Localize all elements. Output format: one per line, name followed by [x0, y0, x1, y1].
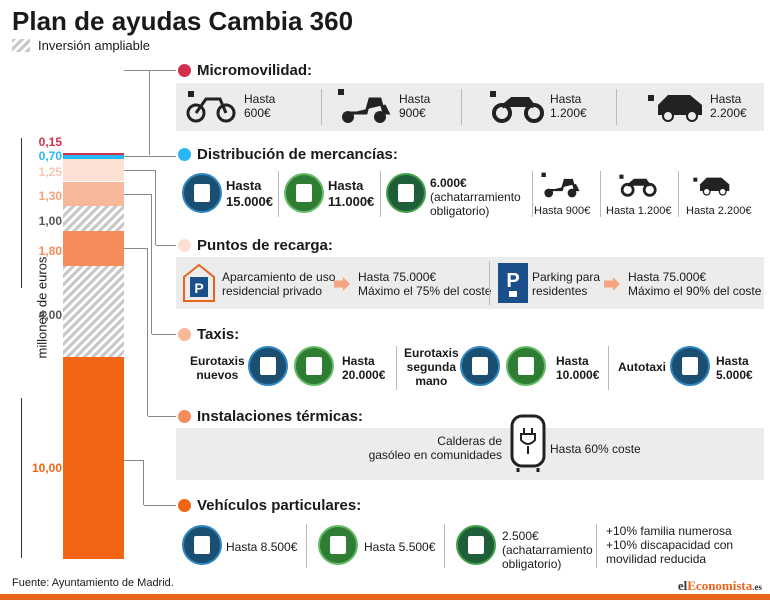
electric-car-icon: [693, 177, 730, 196]
value-dist: 0,70: [38, 149, 62, 163]
bar-segment-micro: [63, 153, 124, 155]
bar-segment-particulares: [63, 357, 124, 559]
value-particulares: 10,00: [31, 461, 62, 475]
svg-text:P: P: [194, 280, 203, 296]
section-title-particulares: Vehículos particulares:: [178, 497, 361, 514]
page-title: Plan de ayudas Cambia 360: [12, 6, 354, 36]
c-label-icon: [456, 525, 496, 565]
micro-dot: [178, 64, 191, 77]
brand-logo: elEconomista.es: [677, 578, 762, 593]
electric-car-icon: [648, 95, 702, 122]
c-label-icon: [386, 173, 426, 213]
dist-dot: [178, 148, 191, 161]
eco-label-icon: [294, 346, 334, 386]
eco-label-icon: [284, 173, 324, 213]
value-taxis: 1,30: [38, 189, 62, 203]
value-termicas: 1,80: [38, 244, 62, 258]
arrow-icon: [334, 277, 350, 291]
eco-label-icon: [506, 346, 546, 386]
parking-charger-icon: P: [498, 263, 528, 303]
bar-segment-dist: [63, 155, 124, 159]
recarga-dot: [178, 239, 191, 252]
bar-segment-taxis: [63, 182, 124, 206]
value-taxis-ampliable: 1,00: [38, 214, 62, 228]
zero-emission-label-icon: [460, 346, 500, 386]
panel-particulares: Hasta 8.500€ Hasta 5.500€ 2.500€(achatar…: [176, 522, 764, 572]
section-title-termicas: Instalaciones térmicas:: [178, 408, 363, 425]
parking-garage-icon: P: [183, 263, 215, 302]
zero-emission-label-icon: [182, 173, 222, 213]
electric-bike-icon: [186, 91, 236, 123]
eco-label-icon: [318, 525, 358, 565]
svg-text:P: P: [506, 270, 519, 292]
taxis-dot: [178, 328, 191, 341]
section-title-taxis: Taxis:: [178, 326, 239, 343]
legend: Inversión ampliable: [12, 38, 150, 53]
electric-scooter-icon: [541, 172, 580, 198]
arrow-icon: [604, 277, 620, 291]
boiler-icon: [510, 414, 546, 472]
value-micro: 0,15: [38, 135, 62, 149]
termicas-dot: [178, 410, 191, 423]
bar-segment-recarga: [63, 159, 124, 181]
zero-emission-label-icon: [182, 525, 222, 565]
electric-motorcycle-icon: [490, 91, 544, 123]
hatch-swatch: [12, 39, 30, 52]
electric-motorcycle-icon: [619, 174, 657, 197]
section-title-recarga: Puntos de recarga:: [178, 237, 333, 254]
source-footer: Fuente: Ayuntamiento de Madrid.: [12, 577, 174, 589]
legend-label: Inversión ampliable: [38, 38, 151, 53]
zero-emission-label-icon: [670, 346, 710, 386]
particulares-dot: [178, 499, 191, 512]
electric-scooter-icon: [338, 89, 391, 123]
value-recarga: 1,25: [38, 165, 62, 179]
bar-segment-termicas: [63, 231, 124, 266]
bar-segment-particulares-ampliable: [63, 266, 124, 357]
bar-segment-taxis-ampliable: [63, 206, 124, 231]
value-particulares-ampliable: 4,00: [38, 308, 62, 322]
section-title-dist: Distribución de mercancías:: [178, 146, 398, 163]
zero-emission-label-icon: [248, 346, 288, 386]
section-title-micro: Micromovilidad:: [178, 62, 312, 79]
